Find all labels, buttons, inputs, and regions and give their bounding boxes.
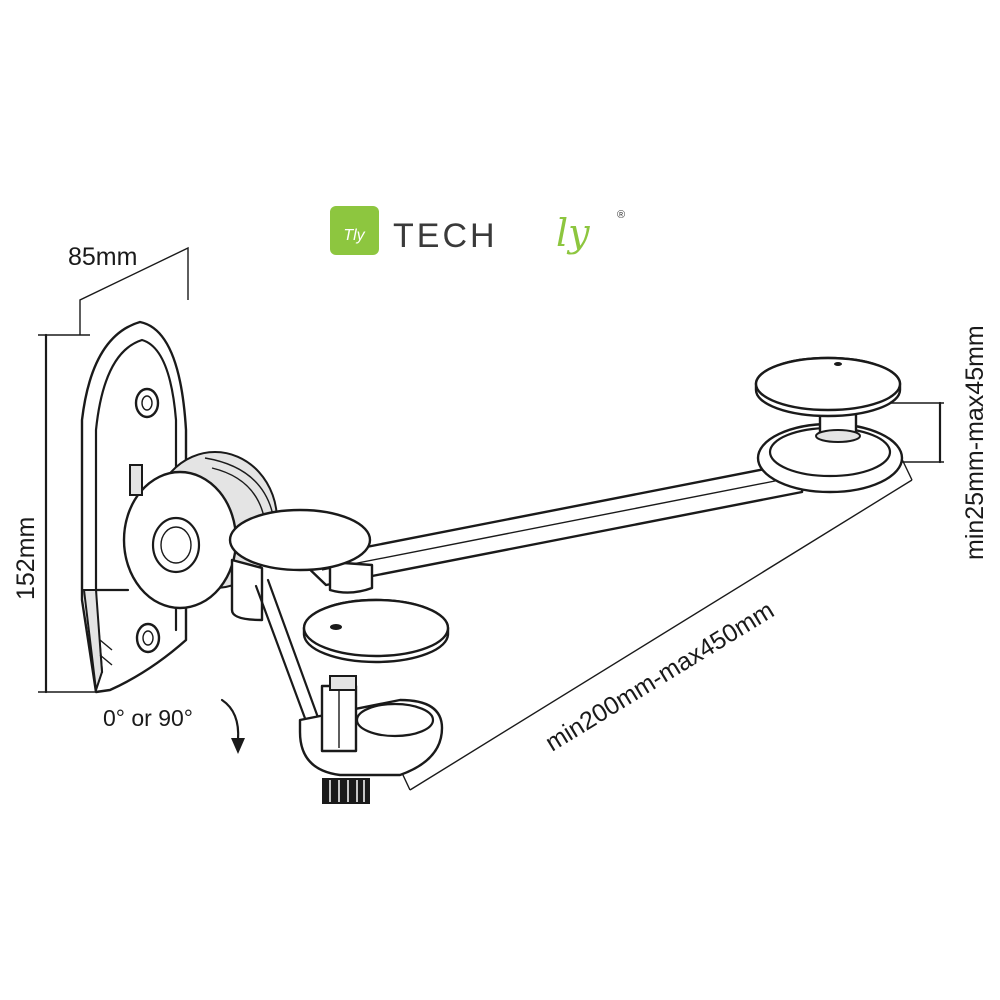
logo-wordmark: TECH <box>393 217 498 255</box>
width-dimension-line <box>79 246 189 335</box>
top-screw-icon <box>134 387 160 419</box>
registered-mark: ® <box>617 209 625 221</box>
techly-logo: Tly TECH ly ® <box>330 206 625 255</box>
logo-badge-text: Tly <box>343 227 365 244</box>
pivot-hub <box>122 451 278 610</box>
rotation-arrowhead <box>231 738 245 754</box>
logo-badge <box>330 206 379 255</box>
height-dimension: 152mm <box>12 333 95 694</box>
bottom-screw-icon <box>135 622 161 654</box>
lower-clamp <box>298 598 450 777</box>
rotation-note: 0° or 90° <box>103 698 245 754</box>
rotation-arrow <box>220 698 240 742</box>
arm-length-label: min200mm-max450mm <box>541 596 780 757</box>
middle-collar <box>228 508 374 750</box>
rotation-label: 0° or 90° <box>103 705 193 731</box>
logo-wordmark-script: ly <box>556 211 590 255</box>
width-label: 85mm <box>68 243 137 271</box>
extension-arm <box>298 466 804 587</box>
arm-length-line <box>409 479 913 791</box>
height-label: 152mm <box>12 517 40 600</box>
clamp-thickness-label: min25mm-max45mm <box>961 325 989 560</box>
clamp-thickness-dimension: min25mm-max45mm <box>880 325 989 560</box>
right-clamp <box>754 356 904 494</box>
tightening-knob-icon <box>322 778 370 804</box>
width-dimension: 85mm <box>68 243 189 335</box>
